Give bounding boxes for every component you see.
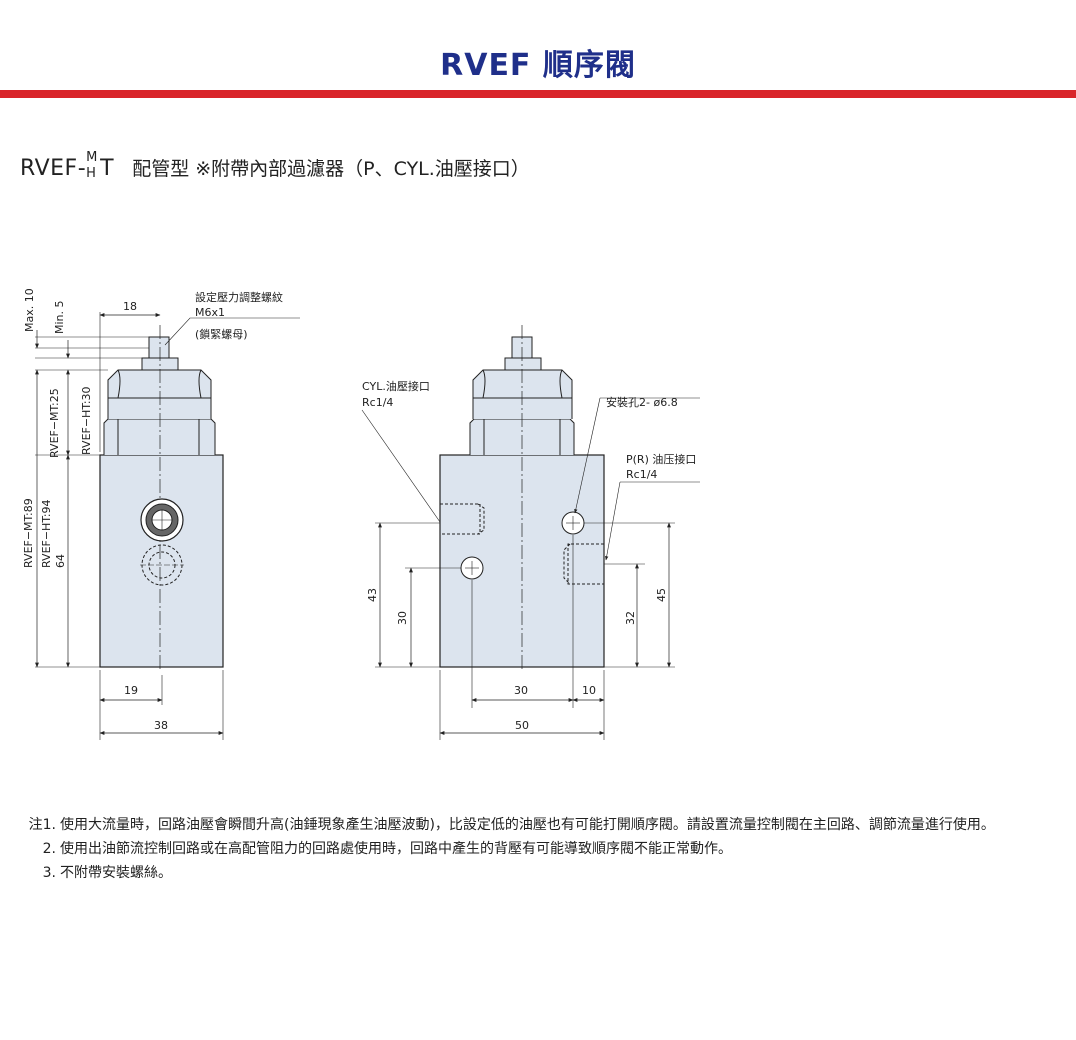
mount-hole-label: 安裝孔2- ø6.8 — [606, 395, 678, 409]
pr-port-hidden — [563, 543, 604, 585]
dim-mt25: RVEF−MT:25 — [48, 388, 61, 458]
notes-section: 注1. 使用大流量時，回路油壓會瞬間升高(油錘現象產生油壓波動)，比設定低的油壓… — [20, 813, 1070, 885]
right-lock-nut — [504, 357, 542, 371]
right-view — [361, 325, 700, 740]
model-prefix: RVEF- — [20, 156, 87, 181]
dim-ht94: RVEF−HT:94 — [40, 499, 53, 568]
cyl-label-2: Rc1/4 — [362, 396, 393, 409]
dimension-drawing: Max. 10 Min. 5 18 設定壓力調整螺紋 M6x1 (鎖緊螺母) R… — [22, 288, 700, 740]
note-2: 2. 使用出油節流控制回路或在高配管阻力的回路處使用時，回路中產生的背壓有可能導… — [20, 837, 1070, 861]
dim-30-horizontal: 30 — [514, 684, 528, 697]
model-suffix: T — [100, 156, 115, 181]
model-variant-h: H — [86, 166, 97, 181]
page-title: RVEF 順序閥 — [440, 48, 636, 83]
left-view — [35, 312, 300, 740]
dim-min5: Min. 5 — [53, 300, 66, 334]
dim-10: 10 — [582, 684, 596, 697]
dim-38: 38 — [154, 719, 168, 732]
pr-label-1: P(R) 油压接口 — [626, 452, 696, 466]
dim-mt89: RVEF−MT:89 — [22, 498, 35, 568]
note-2-number: 2. — [42, 841, 56, 857]
screw-label-1: 設定壓力調整螺紋 — [195, 290, 283, 304]
note-3-number: 3. — [42, 865, 56, 881]
model-description: 配管型 ※附帶內部過濾器（P、CYL.油壓接口） — [132, 158, 530, 180]
note-1-number: 注1. — [28, 817, 56, 833]
cyl-label-1: CYL.油壓接口 — [362, 379, 430, 393]
dim-43: 43 — [366, 588, 379, 602]
right-upper-nut — [472, 369, 573, 419]
dim-50: 50 — [515, 719, 529, 732]
left-adjust-screw — [148, 336, 170, 359]
note-1-text: 使用大流量時，回路油壓會瞬間升高(油錘現象產生油壓波動)，比設定低的油壓也有可能… — [60, 817, 995, 833]
left-valve-body — [99, 454, 224, 668]
dim-ht30: RVEF−HT:30 — [80, 386, 93, 455]
header-red-rule — [0, 90, 1076, 98]
dim-32: 32 — [624, 611, 637, 625]
dim-64: 64 — [54, 554, 67, 568]
note-3-text: 不附帶安裝螺絲。 — [60, 865, 172, 881]
dim-45: 45 — [655, 588, 668, 602]
cyl-port-hidden — [440, 503, 485, 535]
dim-30-vertical: 30 — [396, 611, 409, 625]
left-lower-nut — [103, 418, 216, 455]
note-2-text: 使用出油節流控制回路或在高配管阻力的回路處使用時，回路中產生的背壓有可能導致順序… — [60, 841, 732, 857]
model-variant-m: M — [86, 150, 98, 165]
screw-label-3: (鎖緊螺母) — [195, 327, 248, 341]
dim-19: 19 — [124, 684, 138, 697]
note-3: 3. 不附帶安裝螺絲。 — [20, 861, 1070, 885]
note-1: 注1. 使用大流量時，回路油壓會瞬間升高(油錘現象產生油壓波動)，比設定低的油壓… — [20, 813, 1070, 837]
pr-label-2: Rc1/4 — [626, 468, 657, 481]
dim-max10: Max. 10 — [23, 288, 36, 332]
left-upper-nut — [107, 369, 212, 419]
dim-18: 18 — [123, 300, 137, 313]
screw-label-2: M6x1 — [195, 306, 225, 319]
